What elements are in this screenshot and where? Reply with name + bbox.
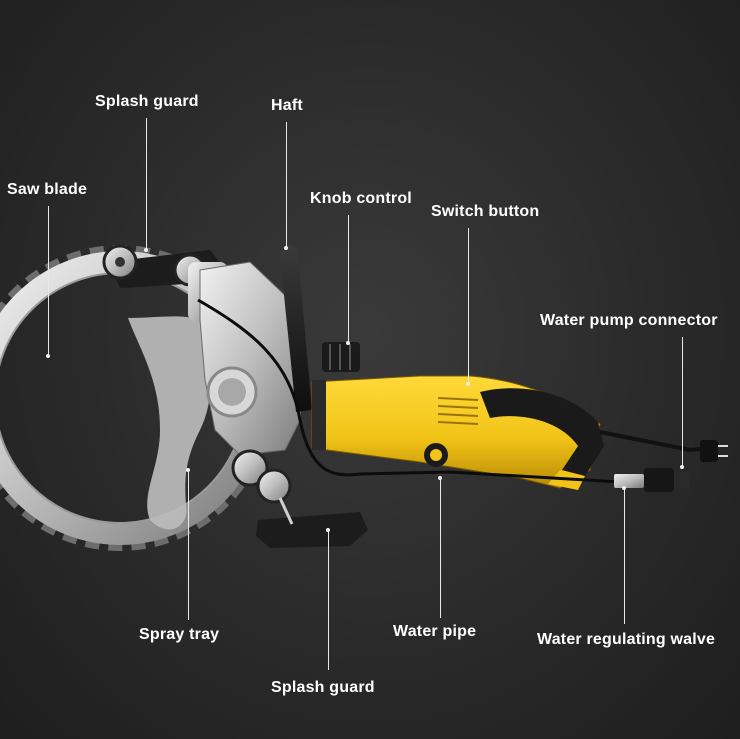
dot-water-pipe xyxy=(438,476,442,480)
dot-switch-button xyxy=(466,382,470,386)
motor-vents xyxy=(437,397,479,425)
spray-tray xyxy=(128,316,212,530)
label-saw-blade: Saw blade xyxy=(7,181,88,198)
label-water-regulating-walve: Water regulating walve xyxy=(537,631,716,648)
dot-haft xyxy=(284,246,288,250)
leader-spray-tray xyxy=(188,470,189,620)
label-haft: Haft xyxy=(271,97,303,114)
leader-splash-guard-bottom xyxy=(328,530,329,670)
leader-water-regulating-walve xyxy=(624,488,625,624)
leader-water-pump-connector xyxy=(682,337,683,467)
dot-splash-guard-top xyxy=(144,248,148,252)
leader-switch-button xyxy=(468,228,469,384)
rear-grip xyxy=(480,388,604,476)
leader-haft xyxy=(286,122,287,248)
leader-water-pipe xyxy=(440,478,441,618)
label-spray-tray: Spray tray xyxy=(139,626,220,643)
label-water-pipe: Water pipe xyxy=(393,623,477,640)
leader-knob-control xyxy=(348,215,349,343)
water-pipe-hose xyxy=(197,298,621,484)
dot-knob-control xyxy=(346,341,350,345)
label-water-pump-connector: Water pump connector xyxy=(540,312,718,329)
leader-saw-blade xyxy=(48,206,49,356)
label-switch-button: Switch button xyxy=(431,203,540,220)
power-cord xyxy=(599,430,713,453)
dot-water-regulating-walve xyxy=(622,486,626,490)
leader-splash-guard-top xyxy=(146,118,147,250)
label-splash-guard-top: Splash guard xyxy=(95,93,199,110)
knob-control-part xyxy=(322,342,360,372)
haft-handle xyxy=(280,244,312,412)
dot-splash-guard-bottom xyxy=(326,528,330,532)
bottom-splash-guard-assembly xyxy=(231,449,368,548)
dot-saw-blade xyxy=(46,354,50,358)
dot-water-pump-connector xyxy=(680,465,684,469)
dot-spray-tray xyxy=(186,468,190,472)
label-knob-control: Knob control xyxy=(310,190,412,207)
label-splash-guard-bottom: Splash guard xyxy=(271,679,375,696)
water-valve-connector xyxy=(614,468,690,492)
